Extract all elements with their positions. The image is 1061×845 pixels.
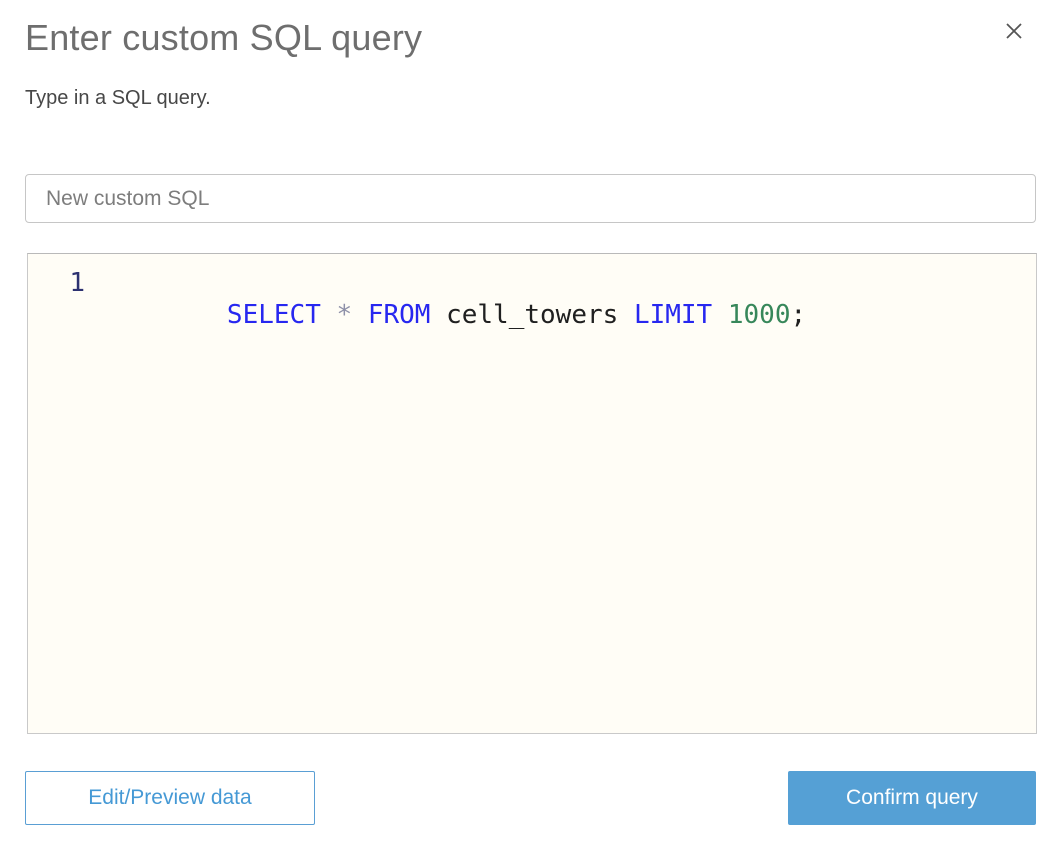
sql-token-space: [352, 300, 368, 330]
close-icon: [1004, 21, 1024, 44]
sql-token-star: *: [336, 300, 353, 330]
query-name-input[interactable]: [25, 174, 1036, 223]
page-title: Enter custom SQL query: [25, 17, 423, 58]
sql-code-editor[interactable]: 1 SELECT * FROM cell_towers LIMIT 1000;: [27, 253, 1037, 734]
sql-token-table-name: cell_towers: [446, 300, 619, 330]
sql-token-space: [618, 300, 634, 330]
sql-code-line: SELECT * FROM cell_towers LIMIT 1000;: [133, 267, 806, 363]
close-button[interactable]: [997, 15, 1031, 49]
sql-token-limit-value: 1000: [727, 300, 791, 330]
dialog-instruction-text: Type in a SQL query.: [25, 87, 211, 109]
edit-preview-data-button[interactable]: Edit/Preview data: [25, 771, 315, 825]
editor-line-number: 1: [69, 268, 85, 298]
sql-token-space: [430, 300, 446, 330]
sql-token-space: [321, 300, 337, 330]
sql-token-space: [712, 300, 728, 330]
confirm-query-button[interactable]: Confirm query: [788, 771, 1036, 825]
sql-token-limit: LIMIT: [633, 300, 713, 330]
sql-token-from: FROM: [367, 300, 431, 330]
sql-token-semicolon: ;: [790, 300, 807, 330]
sql-token-select: SELECT: [226, 300, 321, 330]
